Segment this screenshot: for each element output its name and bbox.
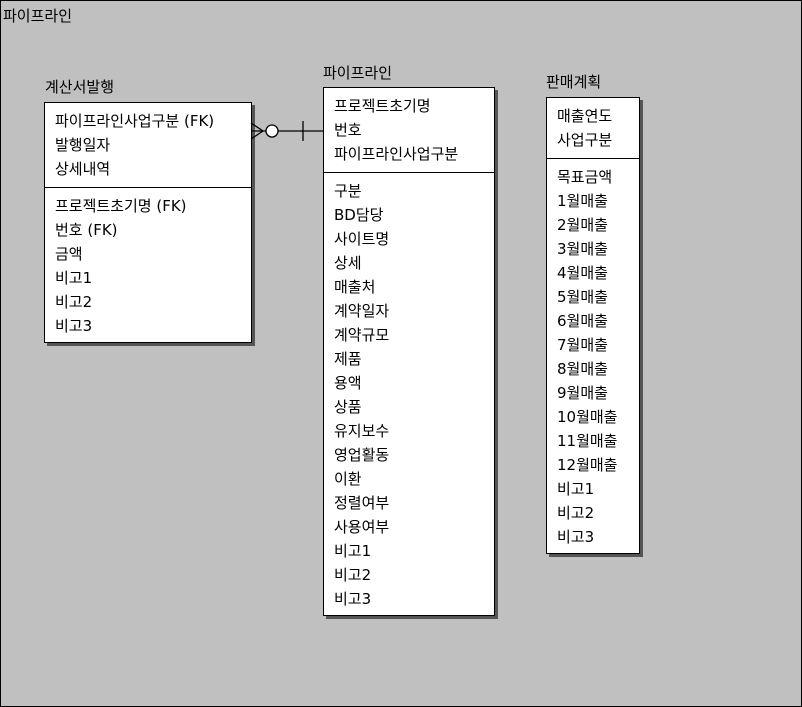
key-attribute-row: 프로젝트초기명	[334, 97, 431, 115]
entity-title-sales-plan: 판매계획	[546, 73, 602, 91]
attribute-row: 정렬여부	[334, 494, 390, 512]
attribute-row: 목표금액	[557, 168, 613, 186]
attribute-row: 비고2	[55, 293, 93, 311]
attribute-row: 비고3	[55, 317, 93, 335]
key-attribute-row: 파이프라인사업구분	[334, 145, 459, 163]
crows-foot-many-icon	[250, 122, 264, 140]
attribute-row: 계약규모	[334, 326, 390, 344]
attribute-row: 구분	[334, 182, 362, 200]
attribute-row: 4월매출	[557, 264, 608, 282]
attribute-row: 11월매출	[557, 432, 618, 450]
key-attribute-row: 번호	[334, 121, 362, 139]
attribute-row: 상세	[334, 254, 362, 272]
attribute-row: BD담당	[334, 206, 384, 224]
attribute-row: 12월매출	[557, 456, 618, 474]
entity-title-invoice: 계산서발행	[45, 78, 115, 96]
attribute-row: 비고2	[557, 504, 595, 522]
attribute-row: 비고3	[557, 528, 595, 546]
attribute-row: 프로젝트초기명 (FK)	[55, 197, 187, 215]
attribute-row: 비고1	[334, 542, 372, 560]
attribute-row: 7월매출	[557, 336, 608, 354]
diagram-title: 파이프라인	[3, 7, 73, 25]
attribute-row: 10월매출	[557, 408, 618, 426]
attribute-row: 8월매출	[557, 360, 608, 378]
attribute-row: 번호 (FK)	[55, 221, 118, 239]
attribute-row: 비고2	[334, 566, 372, 584]
attribute-row: 비고3	[334, 590, 372, 608]
attribute-row: 6월매출	[557, 312, 608, 330]
attribute-row: 이환	[334, 470, 362, 488]
attribute-row: 상품	[334, 398, 362, 416]
attribute-row: 사이트명	[334, 230, 390, 248]
optional-zero-icon	[265, 124, 279, 138]
entity-title-pipeline: 파이프라인	[323, 64, 393, 82]
attribute-row: 3월매출	[557, 240, 608, 258]
attribute-row: 영업활동	[334, 446, 390, 464]
attribute-row: 용액	[334, 374, 362, 392]
key-attribute-row: 사업구분	[557, 131, 613, 149]
attribute-row: 계약일자	[334, 302, 390, 320]
attribute-row: 비고1	[557, 480, 595, 498]
attribute-row: 사용여부	[334, 518, 390, 536]
attribute-row: 매출처	[334, 278, 376, 296]
attribute-row: 유지보수	[334, 422, 390, 440]
key-attribute-row: 파이프라인사업구분 (FK)	[55, 112, 215, 130]
attribute-row: 1월매출	[557, 192, 608, 210]
attribute-row: 금액	[55, 245, 83, 263]
attribute-row: 9월매출	[557, 384, 608, 402]
attribute-row: 비고1	[55, 269, 93, 287]
key-attribute-row: 매출연도	[557, 107, 613, 125]
attribute-row: 5월매출	[557, 288, 608, 306]
attribute-row: 제품	[334, 350, 362, 368]
attribute-row: 2월매출	[557, 216, 608, 234]
key-attribute-row: 상세내역	[55, 160, 111, 178]
entity-sales-plan-attributes: 목표금액 1월매출 2월매출 3월매출 4월매출 5월매출 6월매출 7월매출 8월매출 9월매출…	[547, 159, 639, 553]
key-attribute-row: 발행일자	[55, 136, 111, 154]
